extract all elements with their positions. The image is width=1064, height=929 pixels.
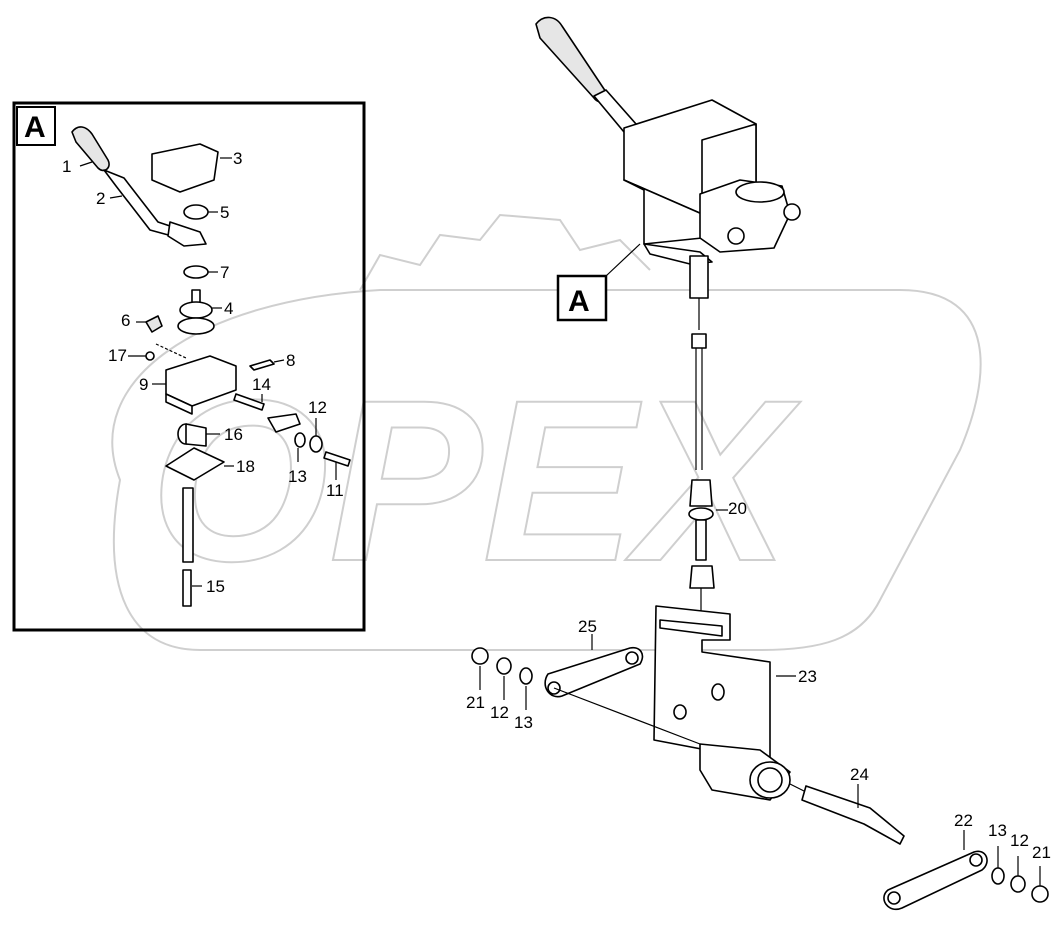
part-lever-25 — [544, 646, 644, 698]
main-control-lever — [535, 16, 801, 299]
part-rod — [233, 393, 265, 411]
label-part-4: 4 — [224, 299, 233, 318]
part-handle-knob — [71, 126, 110, 172]
part-washer-12a — [496, 657, 512, 675]
part-washer-12b — [1010, 875, 1026, 893]
label-part-21b: 21 — [1032, 843, 1051, 862]
part-washer-21a — [471, 647, 489, 665]
label-part-1: 1 — [62, 157, 71, 176]
part-washer-13b — [991, 867, 1005, 885]
part-washer-12 — [309, 435, 323, 453]
part-washer-13a — [519, 667, 533, 685]
part-lever-22 — [883, 850, 988, 911]
label-part-9: 9 — [139, 375, 148, 394]
label-part-12a: 12 — [490, 703, 509, 722]
label-part-2: 2 — [96, 189, 105, 208]
label-part-24: 24 — [850, 765, 869, 784]
part-plate — [165, 447, 225, 481]
label-part-15: 15 — [206, 577, 225, 596]
part-small-block — [145, 315, 163, 333]
part-washer-13 — [294, 432, 306, 448]
part-screw — [249, 359, 275, 371]
part-bushing — [177, 423, 207, 447]
label-part-7: 7 — [220, 263, 229, 282]
callout-box — [556, 274, 608, 322]
label-part-13b: 13 — [988, 821, 1007, 840]
label-part-13: 13 — [288, 467, 307, 486]
label-part-21a: 21 — [466, 693, 485, 712]
label-part-6: 6 — [121, 311, 130, 330]
label-part-25: 25 — [578, 617, 597, 636]
part-ball-joint — [177, 289, 215, 335]
part-shaft-upper — [182, 487, 194, 563]
label-part-12: 12 — [308, 398, 327, 417]
detail-frame — [12, 101, 366, 632]
part-shaft-lower — [182, 569, 192, 607]
part-bolt — [323, 451, 351, 467]
part-lever-bracket — [167, 221, 207, 247]
label-part-11: 11 — [326, 481, 344, 500]
part-shaft-24 — [789, 783, 905, 845]
label-part-22: 22 — [954, 811, 973, 830]
detail-label: A — [24, 111, 46, 144]
label-part-12b: 12 — [1010, 831, 1029, 850]
part-cover — [151, 143, 219, 193]
label-part-14: 14 — [252, 375, 271, 394]
label-part-16: 16 — [224, 425, 243, 444]
part-nut — [183, 204, 209, 220]
detail-label-box — [16, 106, 56, 146]
part-cable — [688, 298, 715, 620]
part-ring — [183, 265, 209, 279]
part-pin — [145, 351, 155, 361]
part-clip — [267, 413, 301, 433]
label-part-3: 3 — [233, 149, 242, 168]
label-part-5: 5 — [220, 203, 229, 222]
label-part-8: 8 — [286, 351, 295, 370]
part-bracket-23 — [653, 605, 791, 801]
detail-leaders — [79, 157, 337, 587]
label-part-18: 18 — [236, 457, 255, 476]
label-part-20: 20 — [728, 499, 747, 518]
label-part-17: 17 — [108, 346, 127, 365]
part-housing — [165, 355, 237, 415]
part-washer-21b — [1031, 885, 1049, 903]
label-part-23: 23 — [798, 667, 817, 686]
label-part-13a: 13 — [514, 713, 533, 732]
callout-label: A — [568, 285, 590, 318]
